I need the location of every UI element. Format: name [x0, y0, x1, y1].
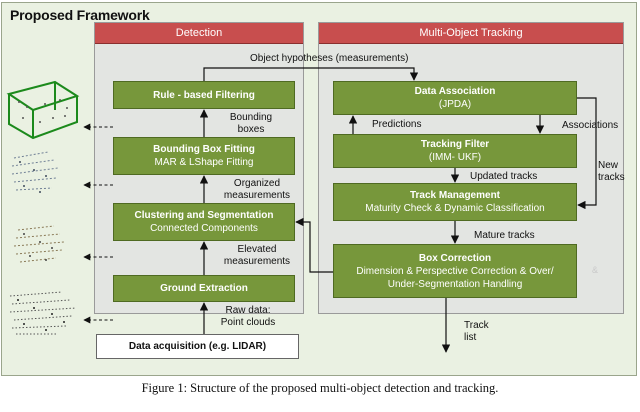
figure-caption: Figure 1: Structure of the proposed mult…: [141, 381, 499, 395]
elevated-text: Elevated: [237, 244, 277, 255]
tracks-text: tracks: [598, 172, 625, 183]
data-association-box: Data Association (JPDA): [333, 81, 577, 115]
figure-title: Proposed Framework: [10, 7, 150, 23]
mature-tracks-label: Mature tracks: [474, 230, 535, 241]
predictions-label: Predictions: [372, 119, 422, 130]
clustering-box: Clustering and Segmentation Connected Co…: [113, 203, 295, 241]
box-correction-line2: Under-Segmentation Handling: [387, 278, 523, 290]
bbox-fitting-title: Bounding Box Fitting: [153, 144, 255, 155]
raw-data-text: Raw data:: [225, 305, 271, 316]
list-text: list: [464, 332, 477, 343]
organized-measurements-text: measurements: [223, 190, 291, 201]
tracking-panel-header: Multi-Object Tracking: [319, 23, 623, 44]
pointcloud-raw-thumbnail: [9, 291, 77, 335]
pointcloud-boxes-thumbnail: [6, 80, 80, 140]
tracking-filter-sub: (IMM- UKF): [428, 152, 482, 163]
associations-label: Associations: [562, 120, 619, 131]
detection-panel-header: Detection: [95, 23, 303, 44]
pointcloud-organized-thumbnail: [11, 151, 59, 193]
pointcloud-elevated-thumbnail: [13, 225, 65, 263]
rule-filtering-title: Rule - based Filtering: [153, 89, 255, 101]
track-management-title: Track Management: [409, 190, 501, 201]
track-management-sub: Maturity Check & Dynamic Classification: [365, 203, 545, 214]
box-correction-box: Box Correction Dimension & Perspective C…: [333, 244, 577, 298]
data-association-title: Data Association: [414, 86, 496, 97]
rule-filtering-box: Rule - based Filtering: [113, 81, 295, 109]
track-management-box: Track Management Maturity Check & Dynami…: [333, 183, 577, 221]
updated-tracks-label: Updated tracks: [470, 171, 538, 182]
raw-data-label: Raw data:Point clouds: [210, 305, 286, 329]
bbox-fitting-sub: MAR & LShape Fitting: [154, 157, 254, 168]
data-association-sub: (JPDA): [438, 99, 472, 110]
box-correction-title: Box Correction: [418, 252, 492, 264]
data-acquisition-box: Data acquisition (e.g. LIDAR): [96, 334, 299, 359]
tracking-filter-title: Tracking Filter: [420, 139, 490, 150]
bounding-text: Bounding: [229, 112, 273, 123]
clustering-title: Clustering and Segmentation: [134, 210, 274, 221]
ground-extraction-box: Ground Extraction: [113, 275, 295, 302]
object-hypotheses-label: Object hypotheses (measurements): [250, 53, 409, 64]
clustering-sub: Connected Components: [150, 223, 258, 234]
bbox-fitting-box: Bounding Box Fitting MAR & LShape Fittin…: [113, 137, 295, 175]
point-clouds-text: Point clouds: [220, 317, 276, 328]
track-text: Track: [464, 320, 489, 331]
boxes-text: boxes: [237, 124, 265, 135]
tracking-filter-box: Tracking Filter (IMM- UKF): [333, 134, 577, 168]
amp-mark: &: [592, 265, 599, 275]
box-correction-line1: Dimension & Perspective Correction & Ove…: [356, 265, 554, 277]
new-text: New: [598, 160, 619, 171]
ground-extraction-title: Ground Extraction: [160, 283, 248, 294]
organized-text: Organized: [233, 178, 281, 189]
elevated-measurements-text: measurements: [223, 256, 291, 267]
